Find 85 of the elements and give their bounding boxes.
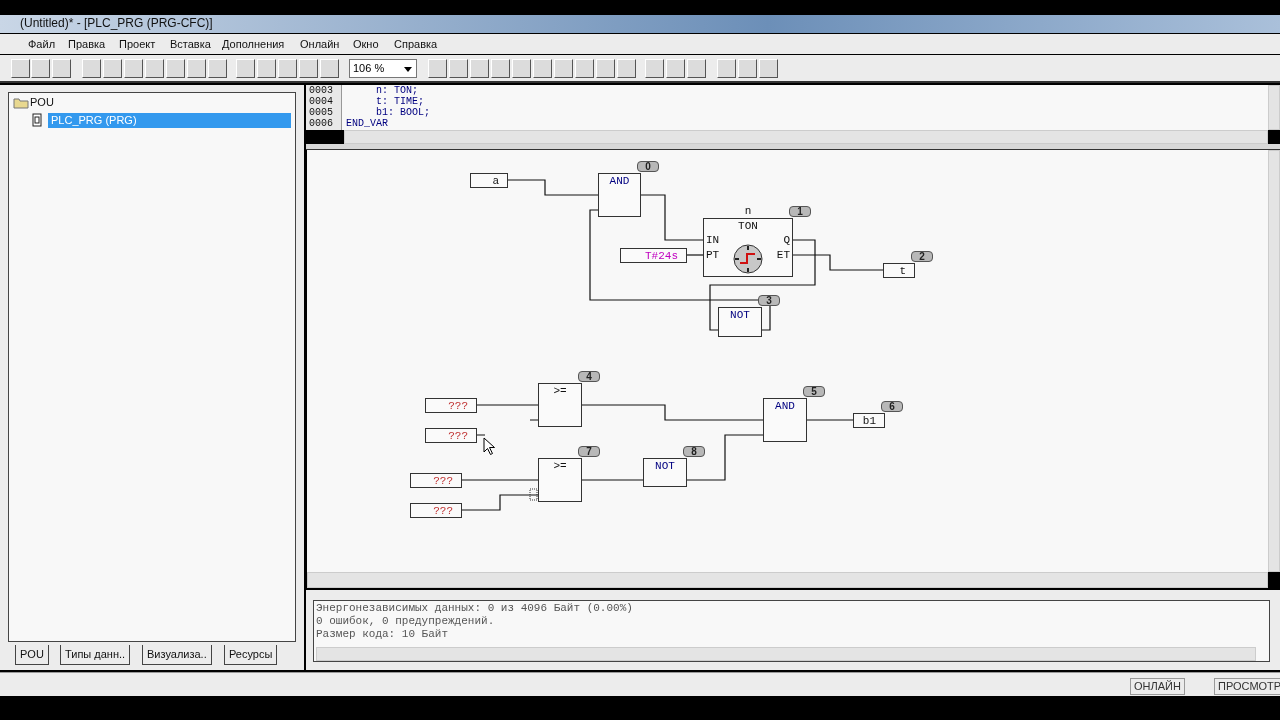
variable-name: t [899,265,906,277]
pin-label: Q [783,234,790,246]
variable-name: ??? [448,400,468,412]
block-type: TON [737,220,759,232]
function-block [718,307,762,337]
menu-item: Вставка [170,38,211,51]
message-text: 0 ошибок, 0 предупреждений. [316,615,495,628]
line-number: 0003 [309,85,333,96]
tab: Визуализа.. [142,645,212,665]
order-badge: 2 [911,251,933,262]
menu-item: Дополнения [222,38,285,51]
window-title: (Untitled)* - [PLC_PRG (PRG-CFC)] [20,17,213,30]
message-text: Энергонезависимых данных: 0 из 4096 Байт (0.00%) [316,602,633,615]
code-line: END_VAR [346,118,388,129]
variable-box [425,398,477,413]
variable-name: a [492,175,499,187]
function-block [643,458,687,487]
order-badge: 0 [637,161,659,172]
variable-name: T#24s [645,250,678,262]
variable-box [883,263,915,278]
code-line: t: TIME; [376,96,424,107]
line-number: 0004 [309,96,333,107]
code-line: n: TON; [376,85,418,96]
menu-item: Онлайн [300,38,340,51]
order-badge: 8 [683,446,705,457]
operator-label: NOT [729,309,751,321]
operator-label: >= [552,385,568,397]
variable-name: ??? [433,475,453,487]
order-badge: 3 [758,295,780,306]
connection-line [589,209,771,331]
connection-line [686,254,704,256]
status-indicator: ОНЛАЙН [1130,678,1185,695]
menu-item: Окно [353,38,379,51]
variable-name: ??? [448,430,468,442]
connection-line [461,494,539,511]
code-line: b1: BOOL; [376,107,430,118]
variable-box [853,413,885,428]
connection-line [581,479,644,481]
variable-box [410,473,462,488]
operator-label: NOT [654,460,676,472]
order-badge: 1 [789,206,811,217]
tab: Ресурсы [224,645,278,665]
status-indicator: ПРОСМОТР [1214,678,1280,695]
pin-label: ET [776,249,790,261]
menu-item: Справка [394,38,438,51]
pin-label: IN [706,234,720,246]
variable-name: b1 [862,415,876,427]
connection-line [461,479,539,481]
menu-item: Проект [119,38,156,51]
pin-label: PT [706,249,720,261]
tab: POU [15,645,49,665]
connection-line [476,404,539,406]
operator-label: AND [774,400,796,412]
order-badge: 5 [803,386,825,397]
zoom-dropdown: 106 % [349,59,417,78]
operator-label: >= [552,460,568,472]
variable-name: ??? [433,505,453,517]
variable-box [410,503,462,518]
variable-box [620,248,687,263]
connection-line [806,419,854,421]
order-badge: 7 [578,446,600,457]
menu-item: Правка [68,38,106,51]
message-text: Размер кода: 10 Байт [316,628,449,641]
variable-box [425,428,477,443]
order-badge: 4 [578,371,600,382]
function-block [538,458,582,502]
tree-item: PLC_PRG (PRG) [48,113,291,128]
instance-name: n [743,205,753,217]
line-number: 0006 [309,118,333,129]
variable-box [470,173,508,188]
operator-label: AND [608,175,631,187]
function-block [598,173,641,217]
line-number: 0005 [309,107,333,118]
function-block [763,398,807,442]
tree-item: POU [30,96,54,109]
function-block [538,383,582,427]
menu-item: Файл [28,38,56,51]
connection-line [581,404,764,421]
connection-line [507,179,599,196]
order-badge: 6 [881,401,903,412]
connection-line [709,239,816,331]
connection-line [792,254,884,271]
connection-line [640,194,704,241]
connection-line [686,434,764,481]
tab: Типы данн.. [60,645,131,665]
